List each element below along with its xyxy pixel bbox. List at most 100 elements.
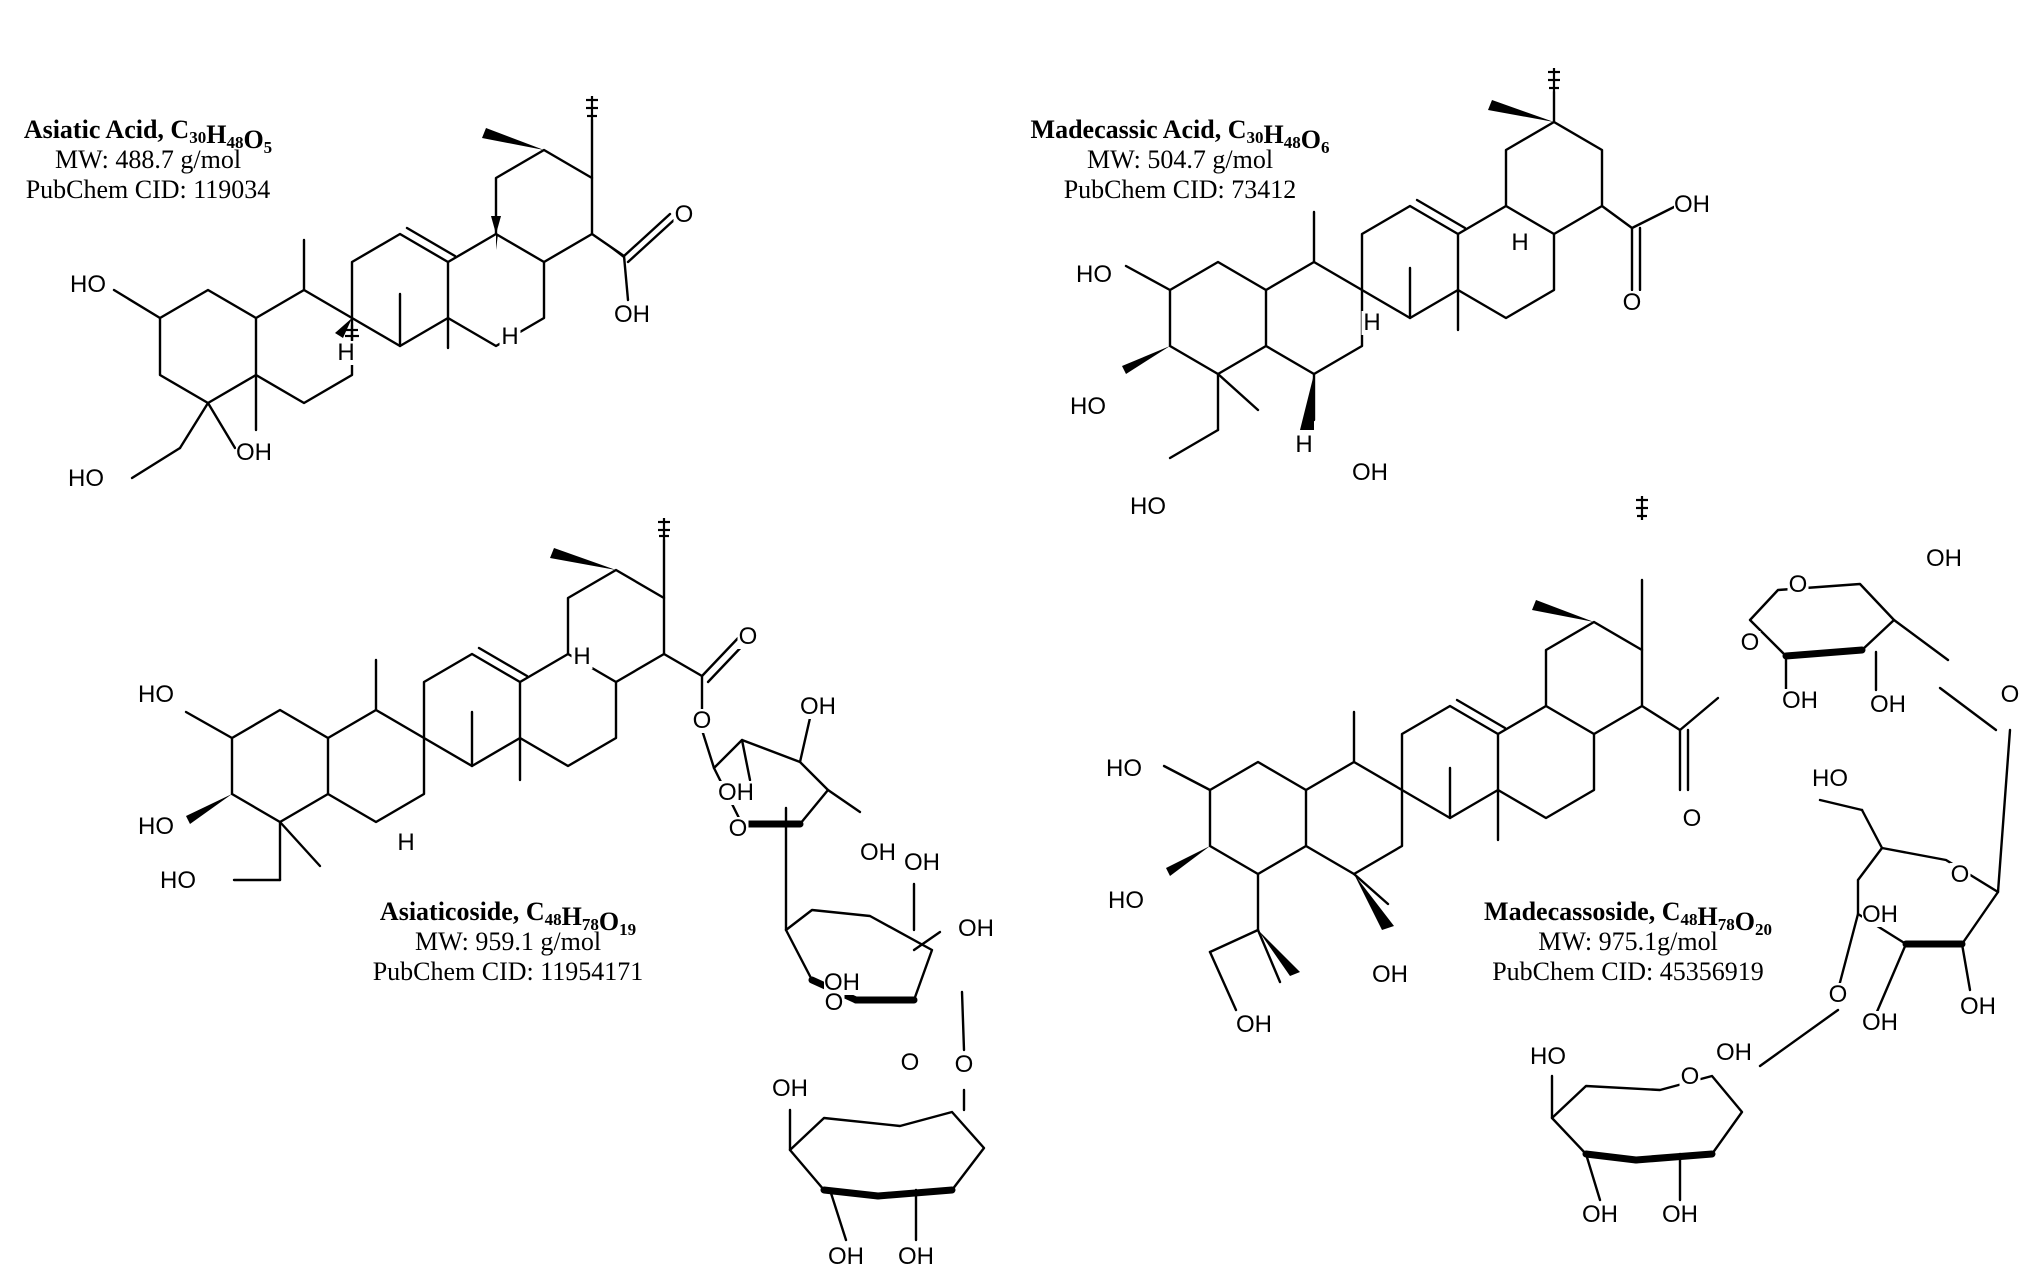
molecular-weight: MW: 488.7 g/mol (55, 145, 241, 174)
atom-label-bg (1782, 689, 1818, 713)
atom-label: OH (904, 849, 940, 876)
atom-label-bg (904, 851, 940, 875)
pubchem-cid: PubChem CID: 119034 (26, 175, 271, 204)
atom-label-bg (1361, 311, 1383, 335)
atom-label-bg (1621, 291, 1643, 315)
atom-label-bg (395, 831, 417, 855)
atom-label: HO (1530, 1043, 1566, 1070)
atom-label-bg (335, 341, 357, 365)
structure-asiatic-acid (112, 96, 676, 480)
atom-label-bg (1960, 995, 1996, 1019)
atom-label-bg (571, 645, 593, 669)
atom-label-bg (68, 467, 104, 491)
atom-label: HO (138, 681, 174, 708)
atom-label: OH (772, 1075, 808, 1102)
atom-label-bg (1949, 863, 1971, 887)
atom-label: OH (236, 439, 272, 466)
atom-label: O (1829, 981, 1848, 1008)
atom-label-bg (70, 273, 106, 297)
atom-label-bg (898, 1245, 934, 1266)
atom-label-bg (691, 709, 713, 733)
atom-label-bg (1130, 495, 1166, 519)
atom-label: OH (718, 779, 754, 806)
caption-background (358, 896, 658, 990)
compound-name-formula: Asiatic Acid, C30H48O5 (24, 115, 272, 157)
atom-label-bg (1926, 547, 1962, 571)
atom-label: HO (1106, 755, 1142, 782)
atom-label-bg (1106, 757, 1142, 781)
atom-label-bg (1812, 767, 1848, 791)
atom-label-bg (860, 841, 896, 865)
atom-label: OH (1862, 1009, 1898, 1036)
atom-label: O (1683, 805, 1702, 832)
atom-label-bg (160, 869, 196, 893)
atom-label: H (501, 323, 518, 350)
atom-label: O (693, 707, 712, 734)
atom-label-bg (1352, 461, 1388, 485)
atom-label-bg (1509, 231, 1531, 255)
atom-label-bg (1739, 631, 1761, 655)
atom-label: H (1295, 431, 1312, 458)
compound-name-formula: Asiaticoside, C48H78O19 (380, 897, 636, 939)
atom-label-bg (1870, 693, 1906, 717)
atom-label-bg (1674, 193, 1710, 217)
atom-label-bg (958, 917, 994, 941)
atom-label: O (729, 815, 748, 842)
atom-label-bg (138, 683, 174, 707)
atom-label: OH (1926, 545, 1962, 572)
atom-label: O (825, 989, 844, 1016)
atom-label: O (955, 1051, 974, 1078)
atom-label-bg (614, 303, 650, 327)
atom-label: O (1789, 571, 1808, 598)
atom-label: H (1363, 309, 1380, 336)
atom-label-bg (1862, 1011, 1898, 1035)
atom-label-bg (1862, 903, 1898, 927)
atom-label-bg (236, 441, 272, 465)
caption-background (1478, 896, 1778, 990)
atom-label-bg (1530, 1045, 1566, 1069)
atom-label-bg (673, 203, 695, 227)
pubchem-cid: PubChem CID: 11954171 (373, 957, 644, 986)
compound-name-formula: Madecassoside, C48H78O20 (1484, 897, 1772, 939)
atom-label: OH (1674, 191, 1710, 218)
atom-label: HO (1108, 887, 1144, 914)
atom-label: O (1951, 861, 1970, 888)
atom-label: OH (958, 915, 994, 942)
atom-label: H (1511, 229, 1528, 256)
atom-label-bg (1070, 395, 1106, 419)
atom-label: HO (1076, 261, 1112, 288)
atom-label: OH (828, 1243, 864, 1266)
compound-name-formula: Madecassic Acid, C30H48O6 (1031, 115, 1330, 157)
atom-label: O (2001, 681, 2020, 708)
atom-label-bg (499, 325, 521, 349)
atom-label: OH (1662, 1201, 1698, 1228)
atom-label-bg (1827, 983, 1849, 1007)
atom-label: H (337, 339, 354, 366)
pubchem-cid: PubChem CID: 73412 (1064, 175, 1297, 204)
atom-label-bg (1679, 1065, 1701, 1089)
atom-label: HO (1070, 393, 1106, 420)
atom-label: OH (1582, 1201, 1618, 1228)
atom-label: OH (614, 301, 650, 328)
atom-label: O (675, 201, 694, 228)
atom-label-bg (899, 1051, 921, 1075)
atom-label-bg (1662, 1203, 1698, 1227)
atom-label-bg (800, 695, 836, 719)
atom-label-bg (828, 1245, 864, 1266)
molecular-weight: MW: 975.1g/mol (1538, 927, 1718, 956)
atom-label: OH (1862, 901, 1898, 928)
caption-background (0, 114, 298, 208)
atom-label-bg (1076, 263, 1112, 287)
structure-asiaticoside (184, 518, 986, 1242)
atom-label: OH (1372, 961, 1408, 988)
atom-label: HO (138, 813, 174, 840)
atom-label: OH (1236, 1011, 1272, 1038)
atom-label-bg (718, 781, 754, 805)
atom-label: H (573, 643, 590, 670)
atom-label: OH (1716, 1039, 1752, 1066)
pubchem-cid: PubChem CID: 45356919 (1492, 957, 1764, 986)
